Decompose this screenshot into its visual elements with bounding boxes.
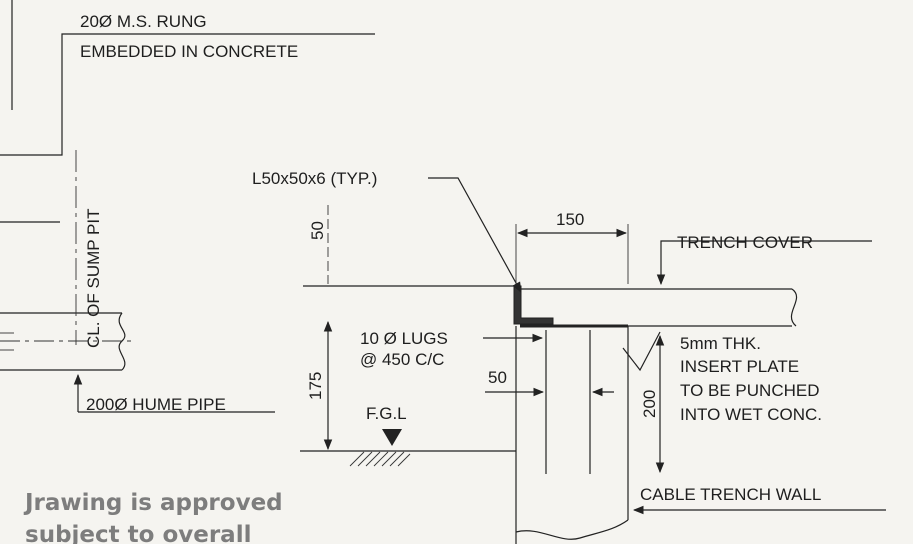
dim-175-label: 175 <box>306 372 325 400</box>
sump-pit-label: CL. OF SUMP PIT <box>84 209 103 349</box>
trench-wall-geometry <box>515 326 661 544</box>
angle-leader <box>428 177 522 293</box>
pipe-break <box>118 312 126 371</box>
plate-leader-v <box>622 331 661 372</box>
plate-label-line3: TO BE PUNCHED <box>680 381 820 400</box>
approval-stamp-line1: Jrawing is approved <box>23 490 283 516</box>
approval-stamp-line2: subject to overall <box>25 522 251 544</box>
plate-label-line2: INSERT PLATE <box>680 357 799 376</box>
lugs-label-line1: 10 Ø LUGS <box>360 329 448 348</box>
fgl-label: F.G.L <box>366 404 407 423</box>
angle-section <box>513 285 554 325</box>
ground-level-geometry <box>300 429 516 467</box>
cable-wall-label: CABLE TRENCH WALL <box>640 485 821 504</box>
plate-label-line4: INTO WET CONC. <box>680 405 822 424</box>
wall-break <box>515 519 629 540</box>
angle-label: L50x50x6 (TYP.) <box>252 169 377 188</box>
sump-pit-geometry <box>0 0 375 413</box>
rung-leader <box>0 33 375 156</box>
trench-cover-label: TRENCH COVER <box>677 233 813 252</box>
rung-label-line2: EMBEDDED IN CONCRETE <box>80 42 298 61</box>
trench-cover-geometry <box>303 177 872 328</box>
ground-hatch <box>349 451 411 467</box>
hume-pipe-label: 200Ø HUME PIPE <box>86 395 226 414</box>
fgl-triangle <box>382 429 402 446</box>
dim-50-top-label: 50 <box>308 221 327 240</box>
plate-label-line1: 5mm THK. <box>680 334 761 353</box>
rung-label-line1: 20Ø M.S. RUNG <box>80 12 207 31</box>
cover-break <box>790 288 798 327</box>
dim-50-mid-label: 50 <box>488 368 507 387</box>
trench-cover-leader <box>656 240 872 286</box>
lugs-label-line2: @ 450 C/C <box>360 350 444 369</box>
dimension-lines <box>323 205 886 515</box>
dim-150-label: 150 <box>556 210 584 229</box>
dim-200-label: 200 <box>640 390 659 418</box>
